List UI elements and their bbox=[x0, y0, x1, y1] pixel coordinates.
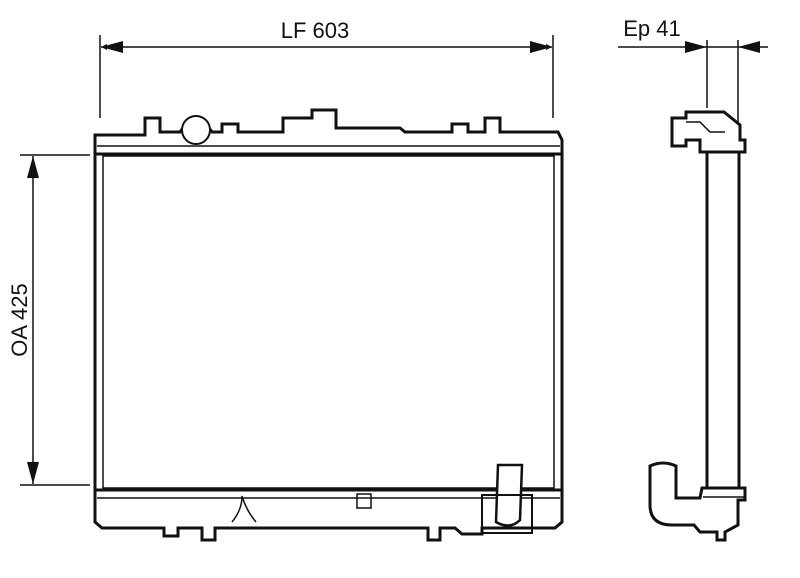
height-label: OA 425 bbox=[7, 283, 32, 356]
radiator-front-view bbox=[93, 108, 564, 542]
width-dimension: LF 603 bbox=[99, 18, 554, 118]
radiator-side-view bbox=[648, 110, 747, 542]
width-label: LF 603 bbox=[281, 18, 350, 43]
thickness-dimension: Ep 41 bbox=[618, 16, 768, 128]
height-dimension: OA 425 bbox=[7, 154, 90, 486]
thickness-label: Ep 41 bbox=[623, 16, 681, 41]
